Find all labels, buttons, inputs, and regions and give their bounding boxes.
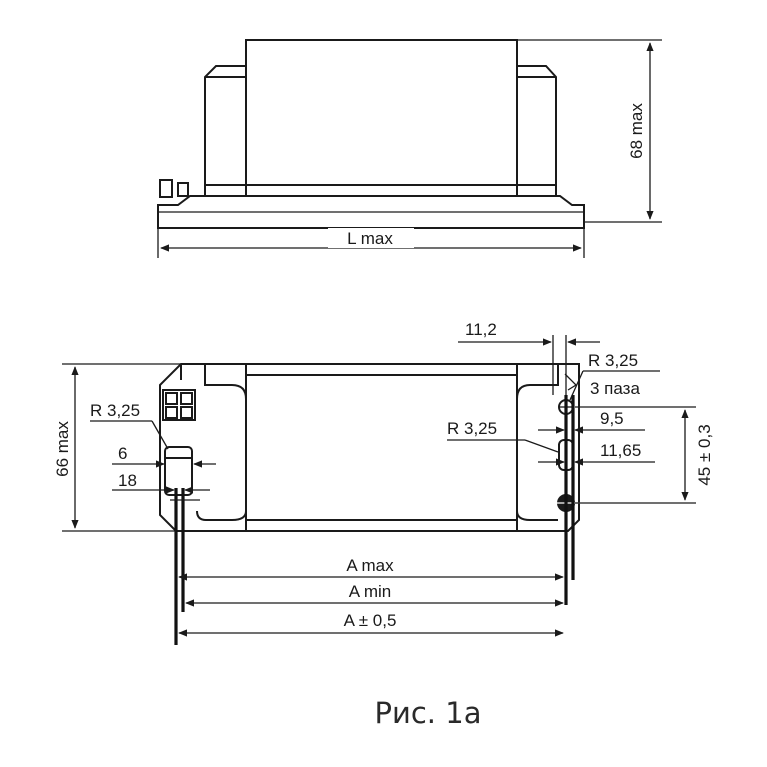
a-tol-label: A ± 0,5 (344, 611, 397, 630)
terminal-block (162, 389, 196, 421)
top-core (245, 363, 518, 532)
dim-11-2-label: 11,2 (465, 320, 497, 339)
radius-left-label: R 3,25 (90, 401, 140, 420)
dim-6-label: 6 (118, 444, 127, 463)
radius-inner-label: R 3,25 (447, 419, 497, 438)
figure-caption: Рис. 1а (375, 696, 482, 730)
radius-right-label: R 3,25 (588, 351, 638, 370)
l-max-label: L max (347, 229, 393, 248)
dim-45-label: 45 ± 0,3 (695, 424, 714, 485)
top-end-cap-right (516, 364, 559, 521)
a-min-label: A min (349, 582, 392, 601)
side-core (245, 39, 518, 197)
top-view: 66 max R 3,25 6 18 11,2 R 3,25 3 паза R … (53, 320, 714, 645)
slots-label: 3 паза (590, 379, 640, 398)
side-end-cap-right (516, 65, 557, 196)
side-end-cap-left (204, 65, 247, 196)
height-68-label: 68 max (627, 103, 646, 159)
a-max-label: A max (346, 556, 394, 575)
height-66-label: 66 max (53, 421, 72, 477)
dim-9-5-label: 9,5 (600, 409, 624, 428)
dim-11-65-label: 11,65 (600, 441, 641, 460)
side-base-plate (157, 195, 585, 229)
side-view: L max 68 max (157, 39, 662, 258)
left-mounting-slot (164, 446, 193, 496)
side-terminal (159, 179, 173, 198)
dim-18-label: 18 (118, 471, 137, 490)
top-end-cap-left (196, 364, 247, 521)
